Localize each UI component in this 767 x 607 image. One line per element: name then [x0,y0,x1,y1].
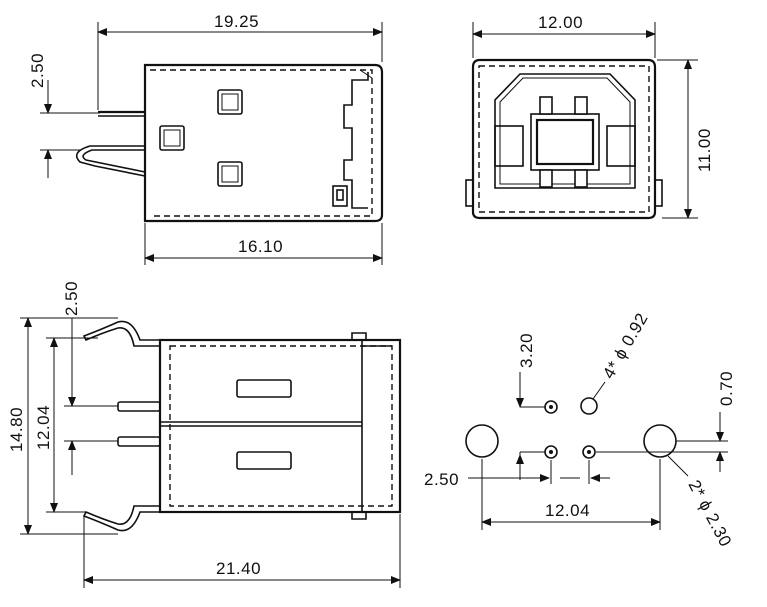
front-view-body [471,58,657,220]
dim-large-hole-label: 2* ϕ 2.30 [684,477,735,550]
top-view-window-1 [217,89,243,115]
dim-12-04-side-label: 12.04 [34,405,53,450]
top-view-body [143,63,384,223]
top-view-hidden-outline [150,69,373,217]
dim-11-00-label: 11.00 [695,128,714,172]
top-view-pin-bent [75,145,146,177]
dim-16-10-label: 16.10 [238,237,283,256]
front-view-hidden-outline [478,65,650,213]
dim-small-hole-label: 4* ϕ 0.92 [599,310,652,382]
top-view: 19.25 2.50 16.10 [28,12,384,265]
side-view-clip-top [82,320,160,347]
top-view-shell-notches [343,72,369,209]
pcb-footprint: 3.20 0.70 4* ϕ 0.92 2.50 12.04 2* ϕ 2.30 [424,310,736,550]
dim-21-40-label: 21.40 [216,559,261,578]
dim-3-20-label: 3.20 [517,333,536,368]
dim-19-25-label: 19.25 [214,12,259,31]
pin-hole-4 [582,445,596,459]
dim-12-00-label: 12.00 [538,13,583,32]
side-view-window-top [236,379,292,398]
side-view-clip-bottom [82,505,160,532]
dim-0-70-label: 0.70 [717,371,736,406]
top-view-window-3 [217,161,243,187]
side-view: 14.80 12.04 2.50 21.40 [7,281,402,588]
dim-2-50-pcb-label: 2.50 [424,470,459,489]
dim-12-04-pcb-label: 12.04 [545,501,590,520]
dim-2-50-side-label: 2.50 [62,281,81,316]
side-view-pin-bottom [117,436,161,447]
pin-hole-2 [580,397,598,415]
usb-b-tongue [530,113,600,171]
top-view-latch [332,185,348,207]
side-view-pin-top [117,401,161,412]
front-view: 12.00 11.00 [465,13,714,220]
usb-b-port-outline [494,73,636,189]
top-view-window-2 [159,125,185,151]
dim-2-50-top-label: 2.50 [28,53,47,88]
side-view-window-bottom [236,451,292,470]
side-view-hidden-outline [169,345,393,507]
dim-14-80-label: 14.80 [7,407,26,452]
mounting-hole-left [465,424,499,458]
